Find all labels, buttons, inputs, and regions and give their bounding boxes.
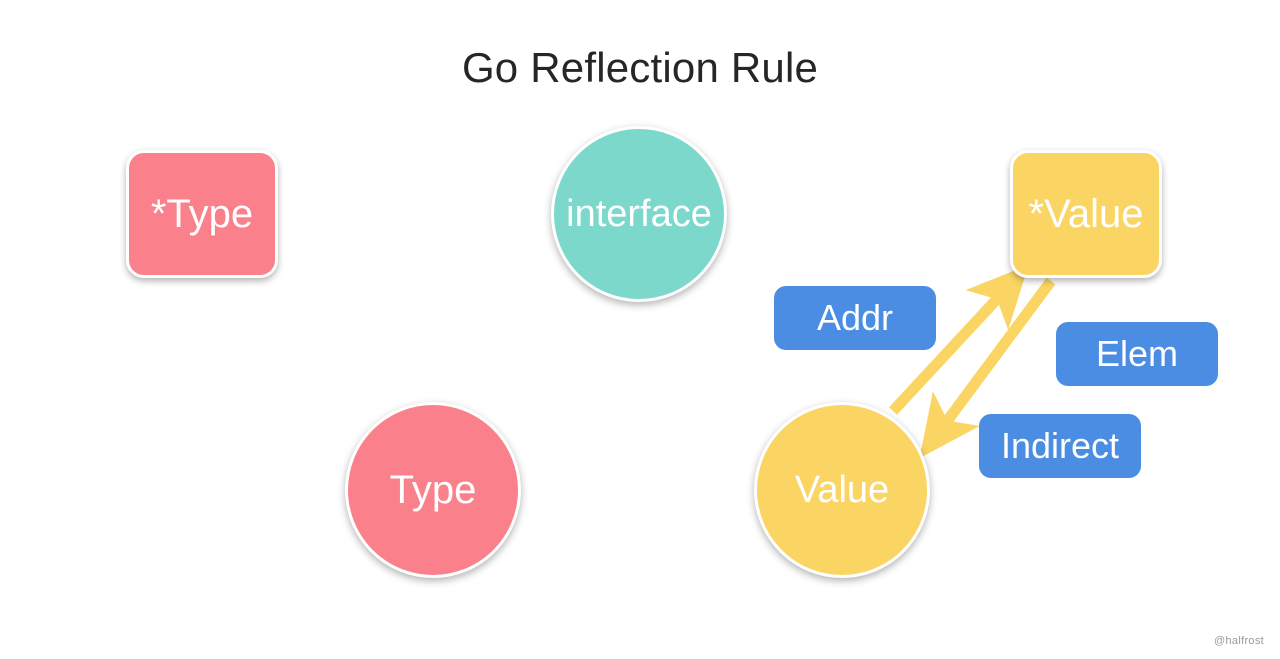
node-ptr-type[interactable]: *Type [126,150,278,278]
node-value[interactable]: Value [754,402,930,578]
watermark: @halfrost [1214,635,1264,647]
node-interface[interactable]: interface [551,126,727,302]
node-interface-label: interface [566,193,712,235]
node-type-label: Type [389,468,477,512]
node-ptr-value-label: *Value [1028,192,1144,236]
node-ptr-value[interactable]: *Value [1010,150,1162,278]
edge-label-indirect-text: Indirect [1000,425,1120,466]
edge-label-addr[interactable]: Addr [774,286,936,350]
edge-label-elem-text: Elem [1095,333,1179,374]
edge-label-addr-text: Addr [816,297,894,338]
node-value-label: Value [794,469,890,511]
edge-ptrvalue-to-value [919,277,1056,459]
page-title: Go Reflection Rule [461,44,819,91]
node-ptr-type-label: *Type [150,192,254,236]
node-type[interactable]: Type [345,402,521,578]
edge-label-indirect[interactable]: Indirect [979,414,1141,478]
edge-label-elem[interactable]: Elem [1056,322,1218,386]
